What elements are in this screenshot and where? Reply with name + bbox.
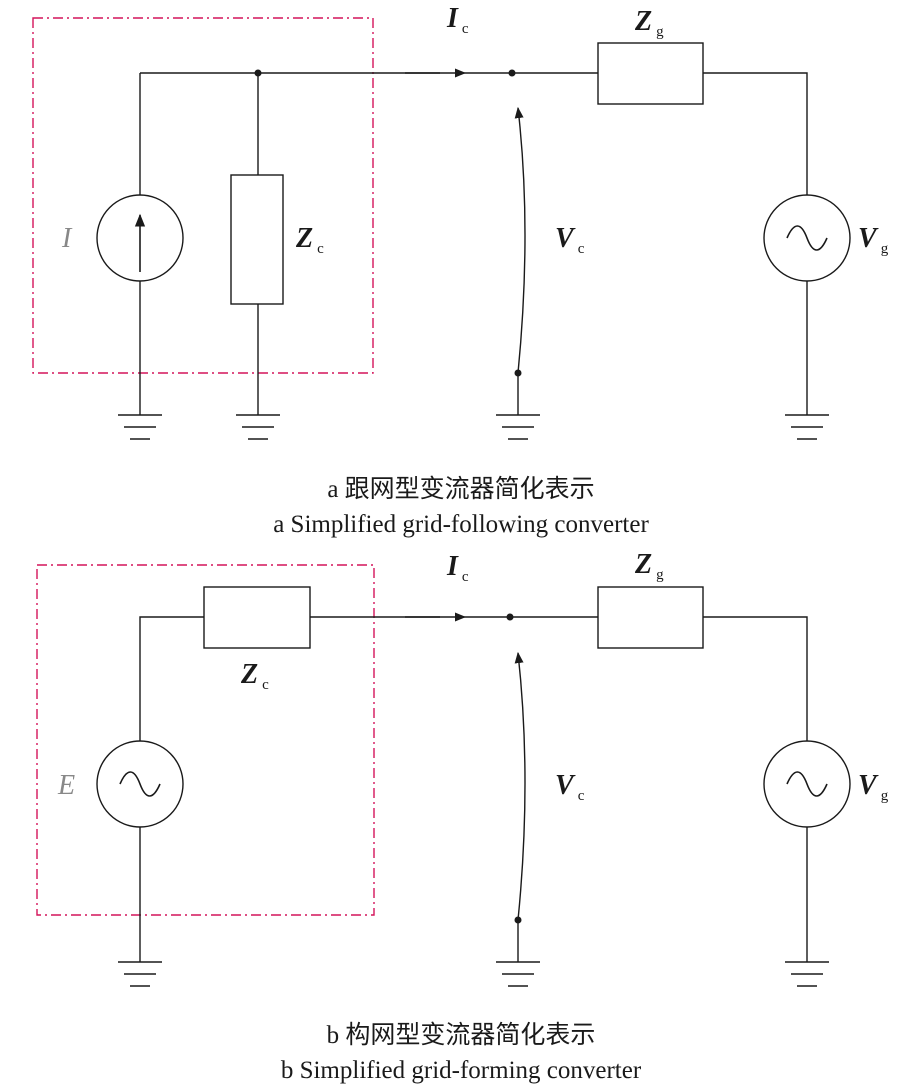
ground-icon [496,414,540,440]
grid-wire-a [703,72,808,195]
pcc-node-a [508,69,516,77]
ground-icon [785,961,829,987]
source-label-a: I [61,223,73,254]
caption-cn-a: a 跟网型变流器简化表示 [327,475,594,503]
caption-en-b: b Simplified grid-forming converter [281,1057,642,1084]
ground-icon [236,414,280,440]
ground-icon [118,414,162,440]
voltage-arrow-b [514,651,526,921]
caption-cn-b: b 构网型变流器简化表示 [327,1021,596,1049]
converter-impedance-b [203,586,311,649]
voltage-arrow-a [514,106,526,374]
sine-wave-icon [786,225,828,251]
converter-impedance-a [230,174,284,305]
source-label-b: E [57,770,75,801]
sine-wave-icon [119,771,161,797]
ground-icon [496,961,540,987]
pcc-node-b [506,613,514,621]
caption-en-a: a Simplified grid-following converter [273,511,649,538]
grid-impedance-b [597,586,704,649]
ground-icon [118,961,162,987]
converter-boundary-a [32,17,374,374]
grid-impedance-a [597,42,704,105]
converter-boundary-b [36,564,375,916]
ground-icon [785,414,829,440]
grid-wire-b [703,616,808,741]
sine-wave-icon [786,771,828,797]
